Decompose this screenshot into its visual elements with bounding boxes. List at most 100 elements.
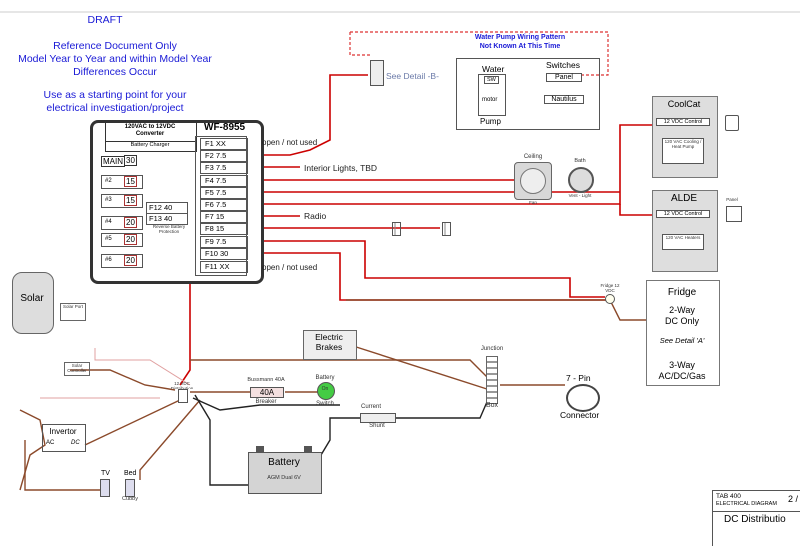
reverse-protection-label: Reverse Battery Protection bbox=[152, 224, 186, 234]
fuse-f7: F7 15 bbox=[200, 211, 248, 223]
breaker-6-value: 20 bbox=[124, 255, 137, 266]
vent-light-label: Vent - Light bbox=[568, 193, 592, 198]
title-name: DC Distributio bbox=[724, 514, 786, 525]
fridge-dc-only: DC Only bbox=[664, 316, 699, 326]
fan-label: Fan bbox=[529, 200, 537, 205]
fuse-f10: F10 30 bbox=[200, 248, 248, 260]
battery-terminal-neg bbox=[256, 446, 264, 452]
water-pump-box bbox=[456, 58, 600, 130]
title-diagram: ELECTRICAL DIAGRAM bbox=[716, 501, 777, 507]
open-not-used-top: open / not used bbox=[262, 138, 318, 147]
alde-ac: 120 VAC Heaters bbox=[662, 234, 704, 250]
breaker-6-label: #6 bbox=[105, 257, 112, 263]
pump-label: Pump bbox=[480, 117, 501, 126]
fridge-3way: 3-Way bbox=[669, 360, 695, 370]
breaker-2-label: #2 bbox=[105, 178, 112, 184]
breaker-3: #3 15 bbox=[101, 194, 143, 208]
solar-port: Solar Port bbox=[60, 303, 86, 321]
electric-brakes-label: Electric Brakes bbox=[315, 332, 343, 352]
converter-title-box bbox=[105, 122, 197, 152]
breaker-4: #4 20 bbox=[101, 216, 143, 230]
cubby-label: Cubby bbox=[122, 496, 138, 502]
breaker-5-label: #5 bbox=[105, 236, 112, 242]
breaker-40a: 40A bbox=[250, 387, 284, 398]
solar-label: Solar bbox=[20, 293, 44, 304]
breaker-3-value: 15 bbox=[124, 195, 137, 206]
battery-sub: AGM Dual 6V bbox=[267, 475, 301, 481]
breaker-title: Bussmann 40A bbox=[247, 377, 285, 383]
coolcat-title: CoolCat bbox=[667, 99, 701, 109]
draft-label: DRAFT bbox=[87, 14, 123, 26]
fuse-f9: F9 7.5 bbox=[200, 236, 248, 248]
fridge-box bbox=[646, 280, 720, 386]
title-divider bbox=[712, 511, 800, 512]
fridge-acdc: AC/DC/Gas bbox=[658, 371, 706, 381]
title-model: TAB 400 bbox=[716, 493, 741, 500]
alde-box bbox=[652, 190, 718, 272]
junction-label: Junction bbox=[480, 346, 504, 352]
switches-label: Switches bbox=[546, 60, 581, 70]
coolcat-box bbox=[652, 96, 718, 178]
fridge-12vdc-fuse bbox=[605, 294, 615, 304]
fuse-f1: F1 XX bbox=[200, 138, 248, 150]
panel-switch: Panel bbox=[546, 73, 582, 82]
note-reference: Reference Document Only bbox=[53, 40, 177, 52]
coolcat-thermostat bbox=[725, 115, 739, 131]
pump-unit bbox=[478, 74, 506, 116]
bed-outlet bbox=[125, 479, 135, 497]
fuse-f8: F8 15 bbox=[200, 223, 248, 235]
alde-panel bbox=[726, 206, 742, 222]
main-breaker-value: 30 bbox=[124, 155, 137, 166]
electric-brakes-box bbox=[303, 330, 357, 360]
invertor-ac: AC bbox=[46, 440, 55, 446]
converter-model: WF-8955 bbox=[204, 122, 246, 133]
fridge-title: Fridge bbox=[667, 287, 697, 298]
breaker-3-label: #3 bbox=[105, 197, 112, 203]
see-detail-b-label: See Detail -B- bbox=[386, 71, 439, 81]
breaker-5: #5 20 bbox=[101, 233, 143, 247]
radio-switch-2 bbox=[442, 222, 451, 236]
fuse-column bbox=[195, 136, 247, 276]
note-not-known: Not Known At This Time bbox=[479, 43, 561, 50]
fuse-f5: F5 7.5 bbox=[200, 187, 248, 199]
switch-label: Switch bbox=[316, 401, 334, 407]
solar-controller: Solar Controller bbox=[64, 362, 90, 376]
current-label: Current bbox=[360, 404, 381, 410]
invertor-dc: DC bbox=[71, 440, 80, 446]
bed-label: Bed bbox=[124, 470, 137, 477]
ceiling-fan-icon bbox=[520, 168, 546, 194]
breaker-4-label: #4 bbox=[105, 219, 112, 225]
junction-box bbox=[486, 356, 498, 404]
radio-switch-1 bbox=[392, 222, 401, 236]
breaker-5-value: 20 bbox=[124, 234, 137, 245]
current-shunt bbox=[360, 413, 396, 423]
converter-charger: Battery Charger bbox=[105, 141, 195, 148]
note-starting-point: Use as a starting point for your bbox=[43, 89, 187, 101]
breaker-2-value: 15 bbox=[124, 176, 137, 187]
nautilus-switch: Nautilus bbox=[544, 95, 584, 104]
fuse-f4: F4 7.5 bbox=[200, 175, 248, 187]
battery-switch-on-text: On bbox=[321, 386, 329, 392]
fuse-f3: F3 7.5 bbox=[200, 162, 248, 174]
title-page: 2 / bbox=[788, 494, 799, 504]
fridge-2way: 2-Way bbox=[669, 305, 695, 315]
distribution-label: 12 VDC Distribution Block bbox=[170, 381, 194, 389]
tv-outlet bbox=[100, 479, 110, 497]
converter-subtitle: Converter bbox=[135, 131, 165, 137]
radio-label: Radio bbox=[304, 211, 327, 221]
breaker-label: Breaker bbox=[255, 399, 277, 405]
battery-terminal-pos bbox=[304, 446, 312, 452]
converter-title: 120VAC to 12VDC bbox=[124, 124, 176, 130]
main-breaker-label: MAIN bbox=[101, 156, 125, 167]
fuse-f2: F2 7.5 bbox=[200, 150, 248, 162]
title-block bbox=[712, 490, 800, 546]
battery-switch-on bbox=[317, 382, 335, 400]
seven-pin-label: 7 - Pin bbox=[566, 373, 591, 383]
fuse-f6: F6 7.5 bbox=[200, 199, 248, 211]
pump-switch: SW bbox=[484, 76, 499, 84]
breaker-4-value: 20 bbox=[124, 217, 137, 228]
breaker-2: #2 15 bbox=[101, 175, 143, 189]
open-not-used-bottom: open / not used bbox=[262, 263, 318, 272]
alde-title: ALDE bbox=[670, 193, 698, 204]
breaker-6: #6 20 bbox=[101, 254, 143, 268]
